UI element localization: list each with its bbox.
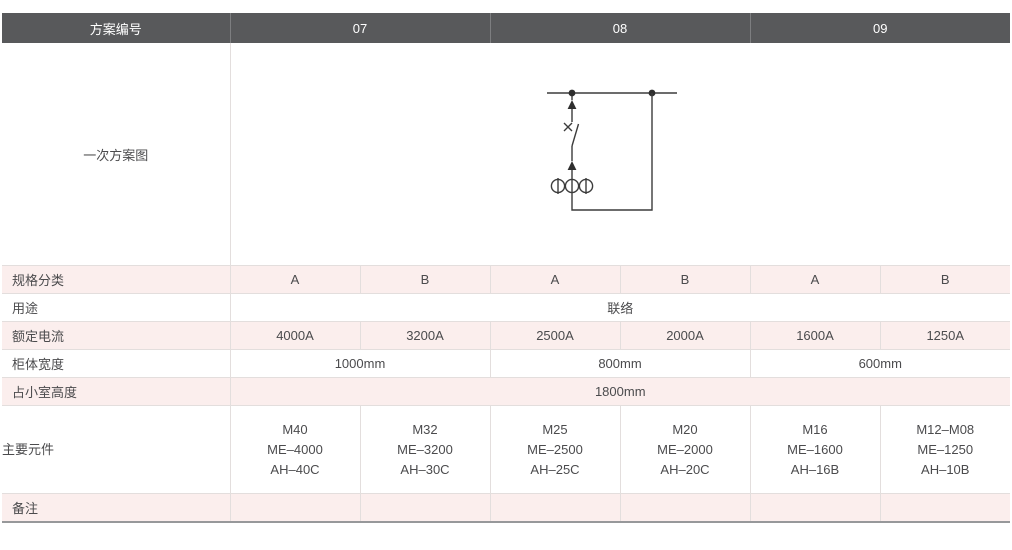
table-cell: M20 ME–2000 AH–20C [619, 405, 750, 494]
primary-diagram-row: 一次方案图 [2, 43, 1010, 266]
table-cell: 2500A [489, 321, 620, 350]
table-cell: 3200A [359, 321, 490, 350]
table-cell [749, 493, 880, 523]
table-cell [359, 493, 490, 523]
single-line-diagram [546, 89, 677, 211]
table-cell: 4000A [229, 321, 360, 350]
table-cell: A [489, 265, 620, 294]
row-label-remarks: 备注 [2, 493, 230, 523]
breaker-contact-x-icon [563, 122, 572, 132]
ct-through-ticks [556, 178, 587, 194]
component-line: M20 [672, 421, 698, 437]
table-cell: 1250A [879, 321, 1010, 350]
component-line: AH–10B [921, 461, 970, 477]
spec-class-row: 规格分类 A B A B A B [2, 265, 1010, 294]
table-cell: B [359, 265, 490, 294]
row-label-cabinet-width: 柜体宽度 [2, 349, 230, 378]
component-line: AH–25C [530, 461, 580, 477]
table-cell [879, 493, 1010, 523]
table-cell: 800mm [489, 349, 750, 378]
header-scheme-number-label: 方案编号 [2, 13, 230, 43]
row-label-usage: 用途 [2, 293, 230, 322]
table-cell: 2000A [619, 321, 750, 350]
component-line: AH–20C [660, 461, 710, 477]
table-cell [489, 493, 620, 523]
component-line: M12–M08 [916, 421, 975, 437]
header-scheme-07: 07 [229, 13, 490, 43]
component-line: ME–2500 [527, 441, 583, 457]
scheme-table: 方案编号 07 08 09 一次方案图 [2, 13, 1010, 523]
header-scheme-08: 08 [489, 13, 750, 43]
room-height-row: 占小室高度 1800mm [2, 377, 1010, 406]
scheme-spec-sheet: 方案编号 07 08 09 一次方案图 [2, 13, 1010, 523]
component-line: AH–40C [270, 461, 320, 477]
table-cell: 1000mm [229, 349, 490, 378]
table-cell: 1600A [749, 321, 880, 350]
component-line: AH–16B [790, 461, 840, 477]
remarks-row: 备注 [2, 493, 1010, 523]
breaker-lever [570, 123, 579, 147]
component-line: M25 [542, 421, 568, 437]
table-cell: M16 ME–1600 AH–16B [749, 405, 880, 494]
table-cell: A [749, 265, 880, 294]
header-scheme-09: 09 [749, 13, 1010, 43]
component-line: ME–1250 [917, 441, 974, 457]
component-line: AH–30C [400, 461, 450, 477]
table-cell [229, 493, 360, 523]
table-cell: M25 ME–2500 AH–25C [489, 405, 620, 494]
table-cell: B [619, 265, 750, 294]
component-line: ME–3200 [397, 441, 453, 457]
component-line: M40 [282, 421, 308, 437]
row-label-primary-diagram: 一次方案图 [2, 43, 230, 266]
table-cell-usage: 联络 [229, 293, 1010, 322]
table-cell-room-height: 1800mm [229, 377, 1010, 406]
table-cell: M32 ME–3200 AH–30C [359, 405, 490, 494]
bus-node-dots [568, 89, 655, 97]
rated-current-row: 额定电流 4000A 3200A 2500A 2000A 1600A 1250A [2, 321, 1010, 350]
table-cell: 600mm [749, 349, 1010, 378]
component-line: M16 [802, 421, 828, 437]
table-cell: M12–M08 ME–1250 AH–10B [879, 405, 1010, 494]
diagram-conductors [546, 92, 677, 179]
row-label-main-components: 主要元件 [2, 405, 230, 494]
component-line: M32 [412, 421, 438, 437]
loop-return [556, 93, 653, 211]
component-line: ME–4000 [267, 441, 323, 457]
main-components-row: 主要元件 M40 ME–4000 AH–40C M32 ME–3200 AH–3… [2, 405, 1010, 494]
loop-conductor [570, 93, 653, 211]
header-row: 方案编号 07 08 09 [2, 13, 1010, 43]
row-label-spec-class: 规格分类 [2, 265, 230, 294]
table-cell: M40 ME–4000 AH–40C [229, 405, 360, 494]
table-cell [619, 493, 750, 523]
row-label-rated-current: 额定电流 [2, 321, 230, 350]
component-line: ME–2000 [657, 441, 713, 457]
row-label-room-height: 占小室高度 [2, 377, 230, 406]
component-line: ME–1600 [787, 441, 843, 457]
table-cell: B [879, 265, 1010, 294]
drawout-contact-arrows [567, 100, 576, 170]
table-cell: A [229, 265, 360, 294]
primary-diagram-cell [229, 43, 1010, 266]
usage-row: 用途 联络 [2, 293, 1010, 322]
cabinet-width-row: 柜体宽度 1000mm 800mm 600mm [2, 349, 1010, 378]
